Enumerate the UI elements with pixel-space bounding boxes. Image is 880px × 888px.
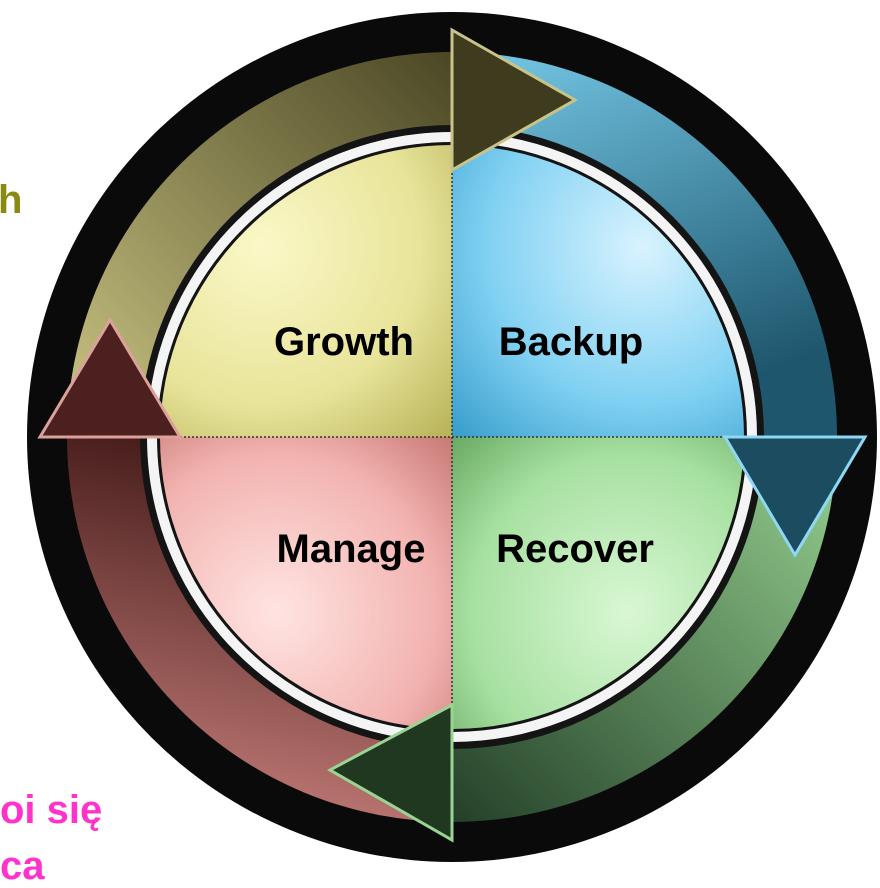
arrowhead-bottom-left-icon: [326, 702, 454, 843]
side-text-bottom-fragment-1: oi się: [0, 788, 103, 832]
arrowhead-left-up-icon: [37, 317, 183, 439]
quadrant-backup: [452, 145, 744, 437]
quadrant-label-recover: Recover: [496, 527, 654, 571]
arrowhead-top-right-icon: [450, 27, 579, 173]
side-text-top-fragment: h: [0, 178, 23, 222]
quadrant-recover: [452, 437, 744, 729]
quadrant-growth: [160, 145, 452, 437]
cycle-diagram: Growth Backup Manage Recover: [27, 12, 877, 862]
inner-disc: [160, 145, 744, 729]
arrowhead-right-down-icon: [722, 435, 868, 558]
quadrant-label-backup: Backup: [499, 320, 644, 364]
quadrant-label-manage: Manage: [277, 527, 426, 571]
quadrant-label-growth: Growth: [274, 320, 414, 364]
quadrant-manage: [160, 437, 452, 729]
